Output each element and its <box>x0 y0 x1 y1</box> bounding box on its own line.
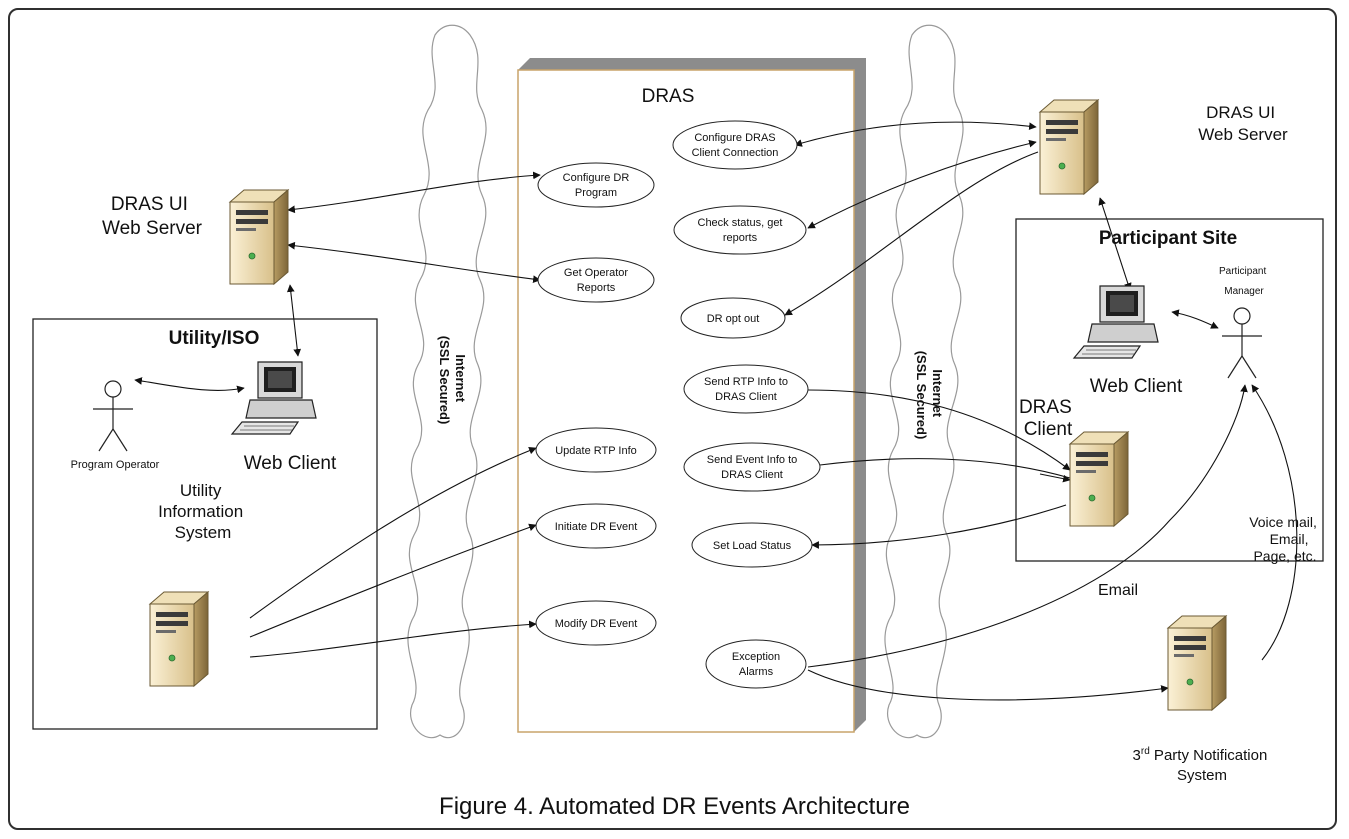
pc-icon-participant-web-client <box>1073 285 1159 359</box>
oval-configure-client-connection-label-2: Client Connection <box>692 147 779 159</box>
line-send-event <box>819 458 1071 479</box>
oval-send-event-info-label-1: Send Event Info to <box>707 454 798 466</box>
line-uis-initiate-event <box>249 523 537 638</box>
utility-web-server-label: DRAS UI Web Server <box>102 194 203 239</box>
oval-update-rtp-info-label: Update RTP Info <box>555 445 637 457</box>
utility-iso-title: Utility/ISO <box>169 328 260 349</box>
participant-web-server-label: DRAS UI Web Server <box>1198 103 1288 144</box>
oval-configure-dr-program: Configure DR Program <box>537 162 655 208</box>
email-label: Email <box>1098 582 1138 599</box>
participant-web-client-label: Web Client <box>1090 376 1183 397</box>
arrow-server-configure-dr <box>287 171 541 214</box>
arrow-config-client-conn <box>794 121 1037 147</box>
diagram-frame <box>8 8 1337 830</box>
arrow-check-status <box>807 139 1037 229</box>
line-alarms-email <box>807 384 1248 668</box>
dras-title: DRAS <box>642 86 695 107</box>
arrow-server-webclient-left <box>286 284 302 357</box>
oval-send-event-info: Send Event Info to DRAS Client <box>683 442 821 492</box>
oval-exception-alarms-label-1: Exception <box>732 651 780 663</box>
voice-mail-label: Voice mail, Email, Page, etc. <box>1249 514 1321 564</box>
oval-dr-opt-out-label: DR opt out <box>707 313 760 325</box>
oval-configure-client-connection: Configure DRAS Client Connection <box>672 120 798 170</box>
oval-configure-dr-program-label-2: Program <box>575 187 617 199</box>
arrow-dr-opt-out <box>784 151 1039 316</box>
participant-manager-label: Participant Manager <box>1219 266 1269 297</box>
oval-send-rtp-info-label-1: Send RTP Info to <box>704 376 788 388</box>
oval-send-rtp-info: Send RTP Info to DRAS Client <box>683 364 809 414</box>
oval-configure-client-connection-label-1: Configure DRAS <box>694 132 775 144</box>
arrow-operator-webclient <box>134 377 245 394</box>
internet-label-left: Internet (SSL Secured) <box>437 336 468 425</box>
oval-exception-alarms-label-2: Alarms <box>739 666 774 678</box>
oval-check-status-label-1: Check status, get <box>698 217 783 229</box>
server-icon-utility-web <box>229 189 289 285</box>
utility-info-system-label: Utility Information System <box>158 481 248 542</box>
arrow-webclient-manager <box>1171 309 1219 329</box>
figure-caption: Figure 4. Automated DR Events Architectu… <box>439 793 910 820</box>
oval-set-load-status: Set Load Status <box>691 522 813 568</box>
oval-exception-alarms: Exception Alarms <box>705 639 807 689</box>
oval-check-status-label-2: reports <box>723 232 758 244</box>
oval-dr-opt-out: DR opt out <box>680 297 786 339</box>
dras-client-label: DRAS Client <box>1019 397 1077 440</box>
person-icon-program-operator <box>92 380 134 452</box>
pc-icon-utility-web-client <box>231 361 317 435</box>
participant-site-title: Participant Site <box>1099 228 1237 249</box>
connectors <box>134 121 1298 701</box>
oval-update-rtp-info: Update RTP Info <box>535 427 657 473</box>
oval-modify-dr-event-label: Modify DR Event <box>555 618 638 630</box>
oval-modify-dr-event: Modify DR Event <box>535 600 657 646</box>
oval-initiate-dr-event-label: Initiate DR Event <box>555 521 638 533</box>
line-uis-modify-event <box>249 620 537 658</box>
oval-set-load-status-label: Set Load Status <box>713 540 792 552</box>
oval-send-event-info-label-2: DRAS Client <box>721 469 783 481</box>
arrow-webserver-webclient-right <box>1098 197 1132 291</box>
server-icon-notification <box>1167 615 1227 711</box>
line-uis-update-rtp <box>249 446 537 619</box>
program-operator-label: Program Operator <box>71 459 160 471</box>
oval-check-status: Check status, get reports <box>673 205 807 255</box>
server-icon-utility-info <box>149 591 209 687</box>
oval-configure-dr-program-label-1: Configure DR <box>563 172 630 184</box>
line-send-event-arrow <box>1039 473 1071 483</box>
line-set-load-status <box>811 504 1067 549</box>
oval-get-operator-reports-label-2: Reports <box>577 282 616 294</box>
line-notify-manager <box>1251 384 1298 661</box>
person-icon-participant-manager <box>1221 307 1263 379</box>
line-alarms-notify <box>807 669 1169 701</box>
oval-get-operator-reports: Get Operator Reports <box>537 257 655 303</box>
utility-iso-box <box>32 318 378 730</box>
notification-system-label: 3rd Party Notification System <box>1133 746 1272 784</box>
oval-initiate-dr-event: Initiate DR Event <box>535 503 657 549</box>
oval-get-operator-reports-label-1: Get Operator <box>564 267 629 279</box>
server-icon-participant-web <box>1039 99 1099 195</box>
line-send-rtp <box>807 389 1071 471</box>
utility-web-client-label: Web Client <box>244 453 337 474</box>
arrow-server-operator-reports <box>287 241 541 283</box>
oval-send-rtp-info-label-2: DRAS Client <box>715 391 777 403</box>
participant-site-box <box>1015 218 1324 562</box>
server-icon-dras-client <box>1069 431 1129 527</box>
